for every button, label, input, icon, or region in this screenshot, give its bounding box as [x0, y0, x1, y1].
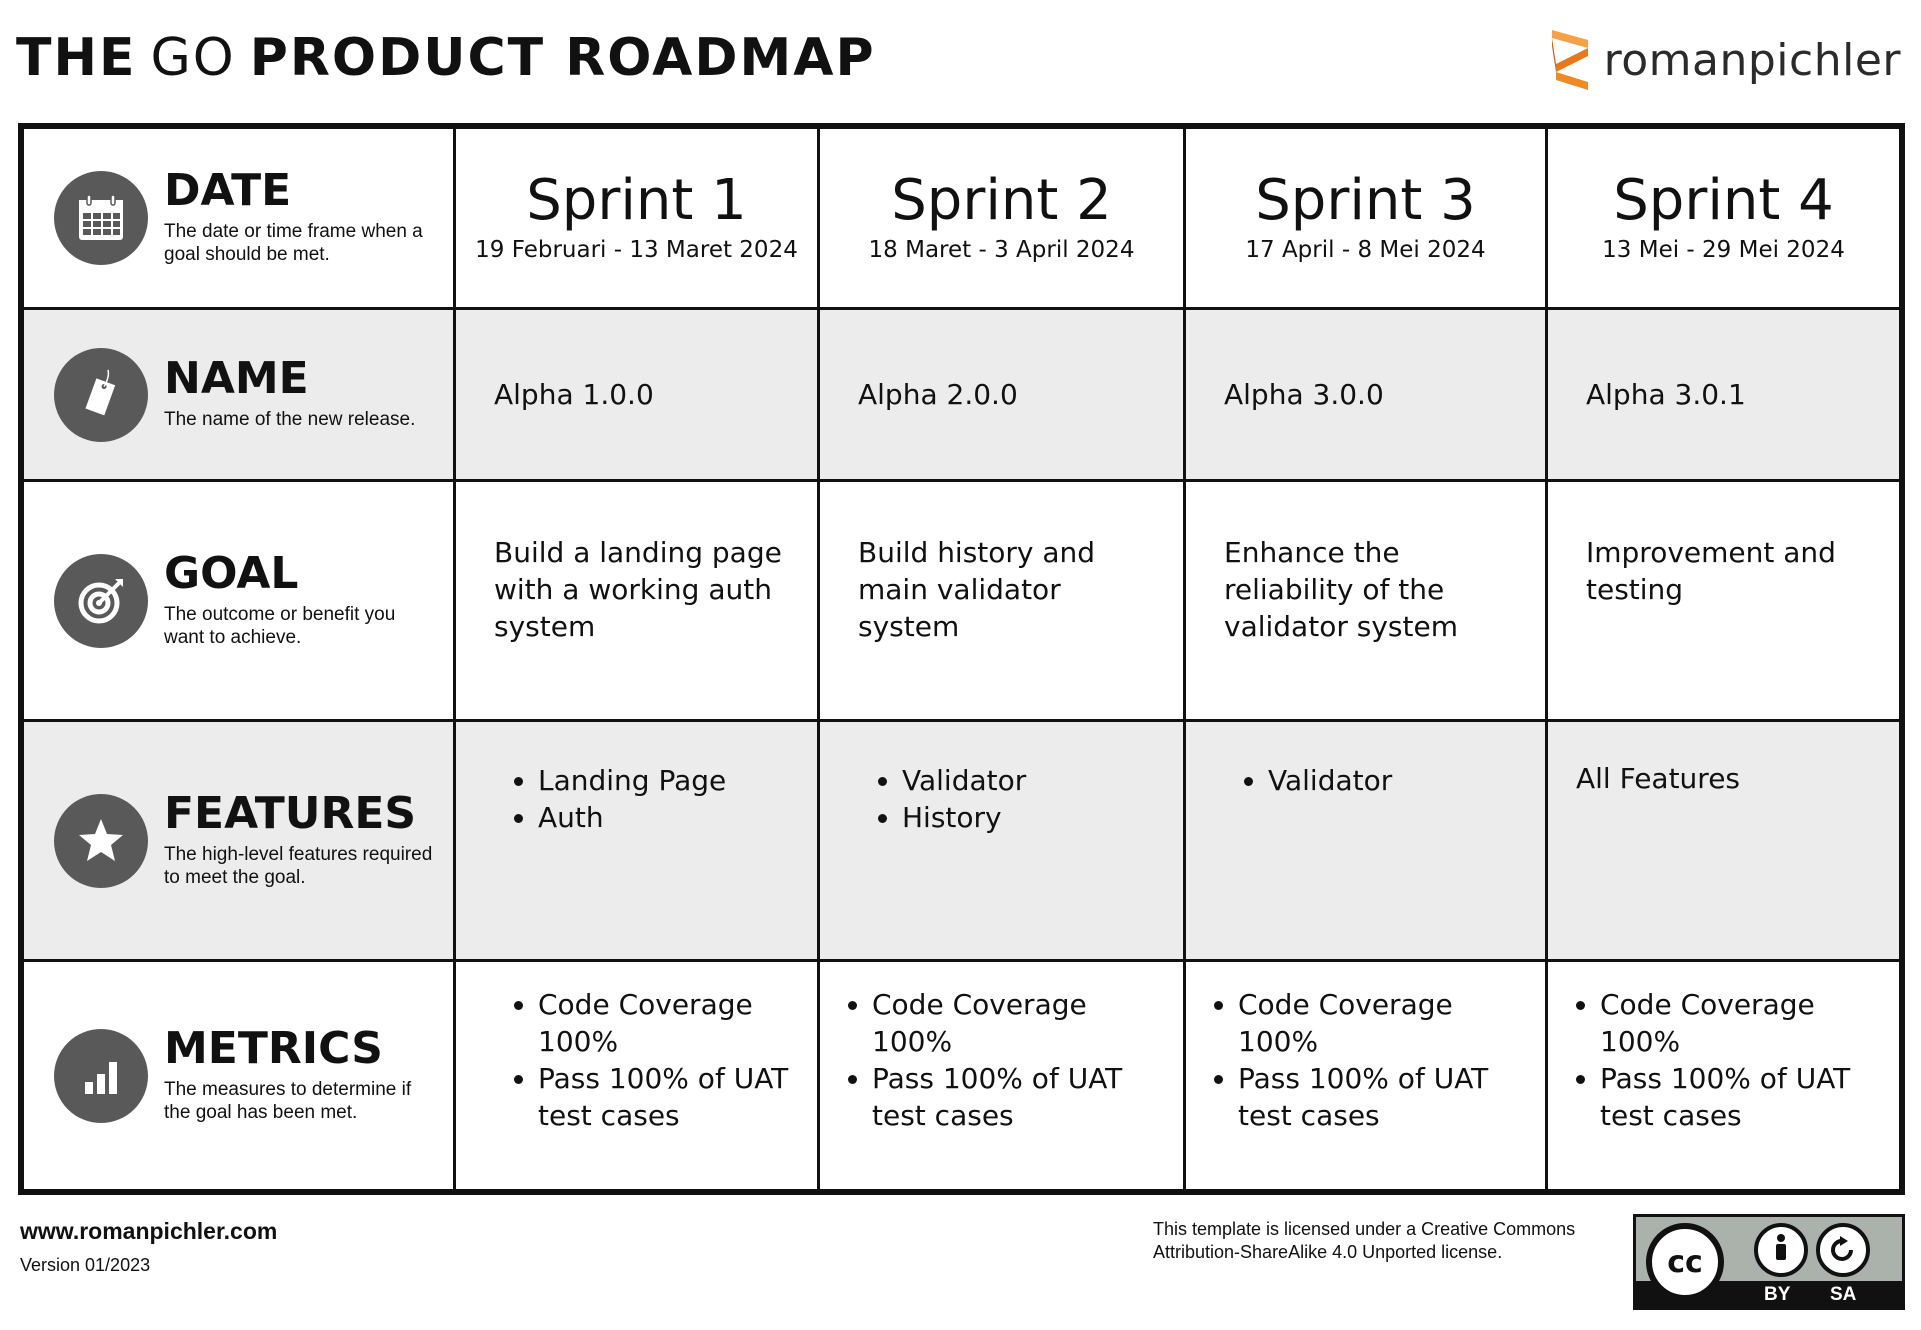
list-item: Code Coverage 100% — [872, 986, 1171, 1060]
sprint-3-header: Sprint 3 17 April - 8 Mei 2024 — [1186, 129, 1548, 310]
list-item: Pass 100% of UAT test cases — [872, 1060, 1171, 1134]
title-part-the: THE — [16, 28, 137, 88]
features-header: FEATURES The high-level features require… — [24, 722, 456, 962]
title-part-go: GO — [150, 28, 236, 88]
name-header: NAME The name of the new release. — [24, 310, 456, 482]
list-item: Validator — [902, 762, 1171, 799]
features-title: FEATURES — [164, 787, 417, 839]
sprint-1-title: Sprint 1 — [526, 168, 747, 233]
sprint-4-goal: Improvement and testing — [1548, 482, 1899, 722]
sprint-3-goal: Enhance the reliability of the validator… — [1186, 482, 1548, 722]
metrics-header: METRICS The measures to determine if the… — [24, 962, 456, 1189]
date-description: The date or time frame when a goal shoul… — [164, 221, 423, 265]
bar-chart-icon — [54, 1028, 148, 1123]
sprint-2-name: Alpha 2.0.0 — [820, 310, 1186, 482]
version-label: Version 01/2023 — [20, 1255, 151, 1275]
sa-label: SA — [1830, 1284, 1857, 1305]
goal-title: GOAL — [164, 547, 299, 599]
metrics-title: METRICS — [164, 1022, 383, 1074]
date-header: DATE The date or time frame when a goal … — [24, 129, 456, 310]
sprint-1-features: Landing Page Auth — [456, 722, 820, 962]
sprint-4-name: Alpha 3.0.1 — [1548, 310, 1899, 482]
sprint-3-features: Validator — [1186, 722, 1548, 962]
goal-description: The outcome or benefit you want to achie… — [164, 603, 396, 648]
logo-mark-icon — [1551, 30, 1588, 90]
sprint-4-metrics: Code Coverage 100% Pass 100% of UAT test… — [1548, 962, 1899, 1189]
sprint-3-metrics: Code Coverage 100% Pass 100% of UAT test… — [1186, 962, 1548, 1189]
sprint-4-header: Sprint 4 13 Mei - 29 Mei 2024 — [1548, 129, 1899, 310]
list-item: Code Coverage 100% — [1238, 986, 1533, 1060]
sprint-2-dates: 18 Maret - 3 April 2024 — [868, 237, 1135, 263]
sprint-4-dates: 13 Mei - 29 Mei 2024 — [1602, 237, 1845, 263]
attribution-icon — [1754, 1223, 1808, 1277]
list-item: Auth — [538, 799, 805, 836]
sprint-1-name: Alpha 1.0.0 — [456, 310, 820, 482]
list-item: Code Coverage 100% — [538, 986, 805, 1060]
sprint-1-header: Sprint 1 19 Februari - 13 Maret 2024 — [456, 129, 820, 310]
name-title: NAME — [164, 353, 309, 405]
list-item: Code Coverage 100% — [1600, 986, 1887, 1060]
title-part-product-roadmap: PRODUCT ROADMAP — [249, 28, 876, 88]
license-text: This template is licensed under a Creati… — [1153, 1219, 1576, 1262]
sprint-1-goal: Build a landing page with a working auth… — [456, 482, 820, 722]
calendar-icon — [54, 171, 148, 265]
sprint-2-goal: Build history and main validator system — [820, 482, 1186, 722]
sprint-1-dates: 19 Februari - 13 Maret 2024 — [475, 237, 798, 263]
cc-icon: cc — [1646, 1223, 1724, 1301]
star-icon — [54, 793, 148, 888]
romanpichler-logo: romanpichler — [1548, 26, 1901, 94]
metrics-description: The measures to determine if the goal ha… — [164, 1078, 412, 1123]
logo-text: romanpichler — [1603, 34, 1901, 86]
list-item: Pass 100% of UAT test cases — [538, 1060, 805, 1134]
roadmap-grid: DATE The date or time frame when a goal … — [18, 123, 1905, 1195]
sprint-2-title: Sprint 2 — [891, 168, 1112, 233]
list-item: History — [902, 799, 1171, 836]
sprint-3-dates: 17 April - 8 Mei 2024 — [1245, 237, 1486, 263]
sprint-2-header: Sprint 2 18 Maret - 3 April 2024 — [820, 129, 1186, 310]
sprint-1-metrics: Code Coverage 100% Pass 100% of UAT test… — [456, 962, 820, 1189]
creative-commons-badge[interactable]: cc BY SA — [1633, 1214, 1905, 1310]
goal-header: GOAL The outcome or benefit you want to … — [24, 482, 456, 722]
share-alike-icon — [1816, 1223, 1870, 1277]
sprint-3-name: Alpha 3.0.0 — [1186, 310, 1548, 482]
list-item: Landing Page — [538, 762, 805, 799]
name-description: The name of the new release. — [164, 409, 416, 431]
features-description: The high-level features required to meet… — [164, 843, 433, 888]
list-item: Pass 100% of UAT test cases — [1238, 1060, 1533, 1134]
sprint-4-title: Sprint 4 — [1613, 168, 1834, 233]
sprint-2-metrics: Code Coverage 100% Pass 100% of UAT test… — [820, 962, 1186, 1189]
target-icon — [54, 553, 148, 648]
list-item: Pass 100% of UAT test cases — [1600, 1060, 1887, 1134]
sprint-2-features: Validator History — [820, 722, 1186, 962]
sprint-3-title: Sprint 3 — [1255, 168, 1476, 233]
footer: www.romanpichler.com Version 01/2023 — [20, 1218, 277, 1276]
by-label: BY — [1764, 1284, 1791, 1305]
website-link[interactable]: www.romanpichler.com — [20, 1218, 278, 1244]
sprint-4-features: All Features — [1548, 722, 1899, 962]
date-title: DATE — [164, 165, 292, 217]
cc-mark: cc — [1667, 1244, 1703, 1280]
list-item: Validator — [1268, 762, 1533, 799]
tag-icon — [54, 347, 148, 442]
